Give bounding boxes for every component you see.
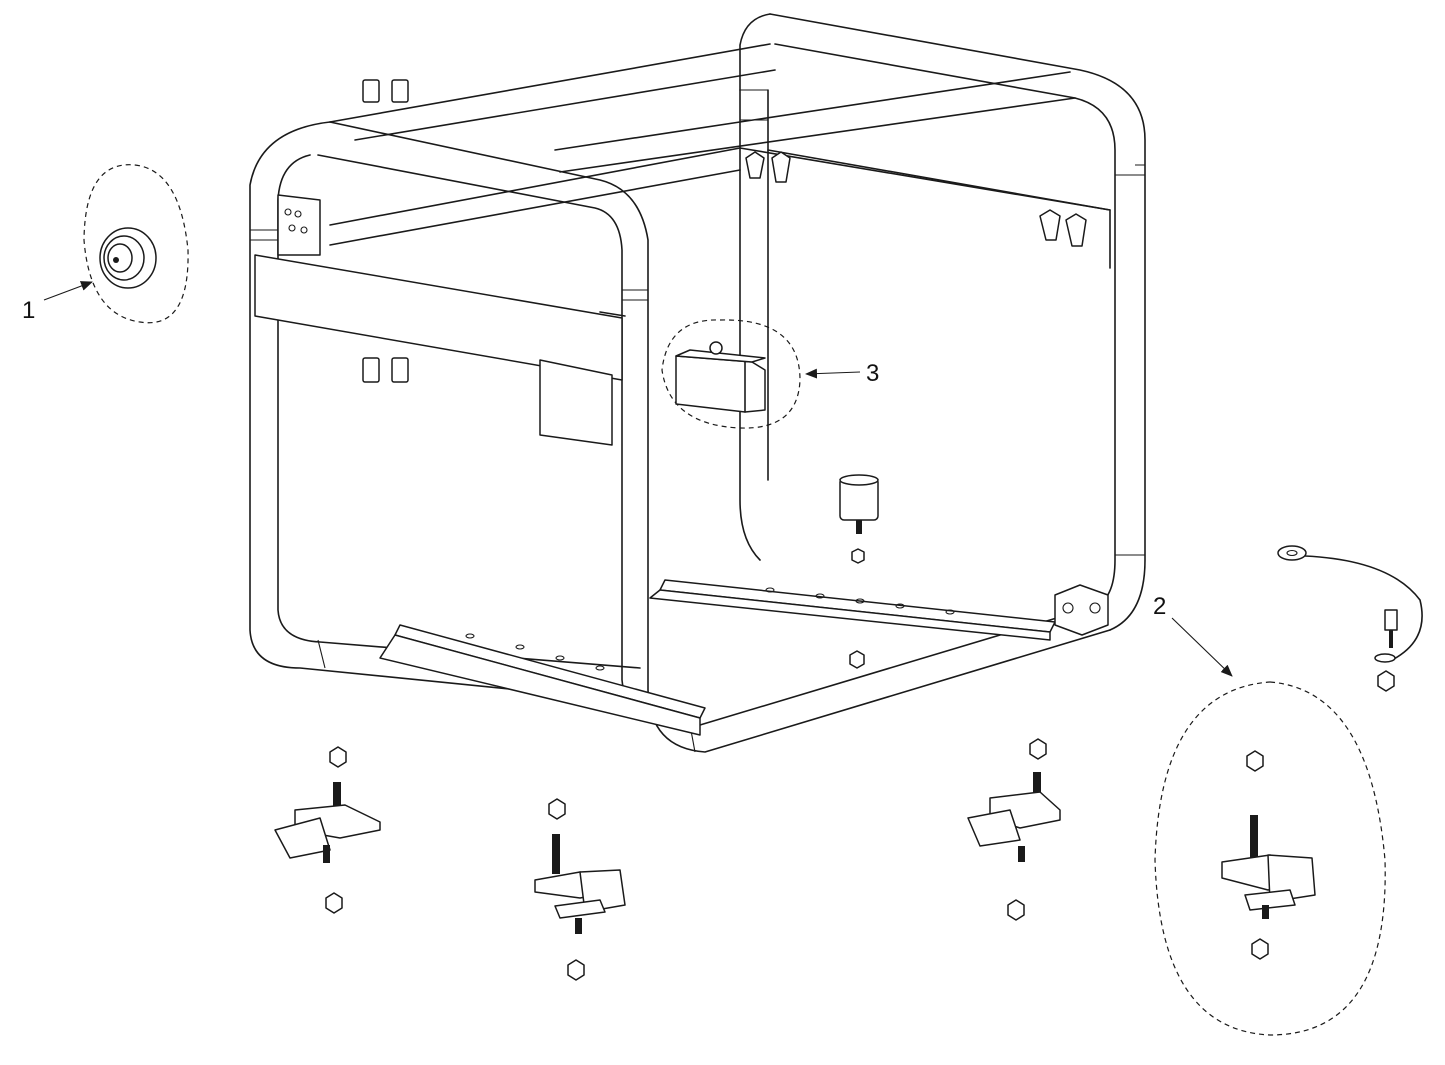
frame-front-crossbar xyxy=(254,254,626,381)
callout-3: 3 xyxy=(805,360,879,387)
callout-2: 2 xyxy=(1153,593,1233,677)
part-3-callout-outline xyxy=(661,319,801,429)
frame-middle-post xyxy=(739,89,769,561)
bushings-middle xyxy=(362,357,409,383)
breaker-icon xyxy=(99,227,157,289)
callout-1-label: 1 xyxy=(22,297,35,324)
floor-rail-holes xyxy=(465,587,955,671)
part-1-breaker xyxy=(83,164,189,324)
vibration-mount-2 xyxy=(534,798,626,981)
floor-nut xyxy=(849,650,865,669)
part-3-box xyxy=(661,319,801,429)
damper-stud xyxy=(839,474,879,564)
frame-floor-rail-front xyxy=(379,624,706,736)
frame-left-bracket xyxy=(277,194,321,256)
callout-2-label: 2 xyxy=(1153,593,1166,620)
frame-floor-rail-back xyxy=(649,579,1056,641)
vibration-mount-4 xyxy=(1154,681,1386,1036)
vibration-mount-3 xyxy=(967,738,1061,921)
ground-wire-kit xyxy=(1277,545,1423,692)
frame-front-panel xyxy=(539,359,613,446)
frame-assembly xyxy=(249,13,1146,753)
box-icon xyxy=(675,341,766,413)
frame-top-tabs xyxy=(745,151,1087,247)
frame-corner-block xyxy=(1054,584,1109,636)
part-2-callout-outline xyxy=(1154,681,1386,1036)
vibration-mount-1 xyxy=(274,746,381,914)
bushings-top xyxy=(362,79,409,103)
callout-3-label: 3 xyxy=(866,360,879,387)
frame-back-crossbar xyxy=(329,147,1111,269)
part-1-callout-outline xyxy=(83,164,189,324)
callout-1: 1 xyxy=(22,281,93,324)
frame-back-loop xyxy=(329,13,1146,631)
